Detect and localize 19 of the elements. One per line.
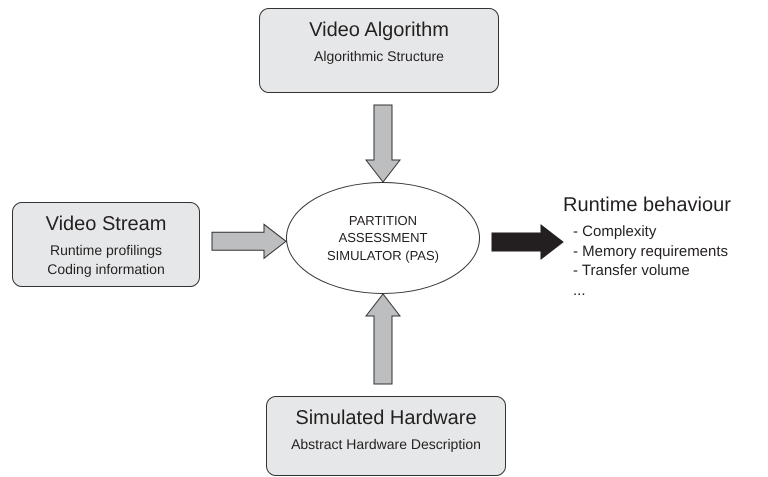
input-box bbox=[266, 396, 506, 476]
node-label: PARTITION ASSESSMENT SIMULATOR (PAS) bbox=[326, 212, 440, 264]
output-list-item: - Memory requirements bbox=[572, 242, 728, 261]
block-arrow bbox=[492, 224, 564, 260]
box-title: Video Algorithm bbox=[309, 18, 449, 43]
block-arrow bbox=[212, 223, 287, 260]
input-box bbox=[12, 202, 200, 287]
output-heading: Runtime behaviour bbox=[563, 193, 731, 218]
block-arrow bbox=[364, 293, 402, 384]
box-description: Algorithmic Structure bbox=[314, 47, 444, 66]
box-title: Video Stream bbox=[46, 212, 166, 237]
block-arrow bbox=[364, 104, 402, 183]
output-list-item: - Complexity bbox=[572, 222, 656, 242]
box-title: Simulated Hardware bbox=[295, 406, 477, 431]
output-list-item: - Transfer volume bbox=[572, 261, 690, 280]
input-box bbox=[259, 8, 499, 93]
output-list-item: ... bbox=[572, 280, 586, 300]
box-description: Runtime profilings Coding information bbox=[46, 241, 166, 279]
box-description: Abstract Hardware Description bbox=[291, 435, 481, 454]
